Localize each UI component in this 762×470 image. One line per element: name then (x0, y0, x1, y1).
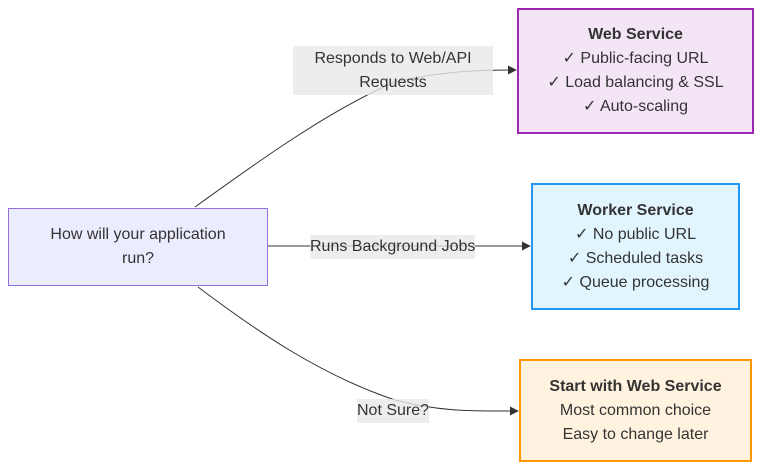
edge-label-worker: Runs Background Jobs (310, 235, 475, 259)
web-service-item-1: ✓ Public-facing URL (562, 50, 709, 67)
web-service-item-2: ✓ Load balancing & SSL (547, 74, 724, 91)
worker-service-item-3: ✓ Queue processing (561, 273, 710, 291)
decision-node: How will your application run? (8, 208, 268, 286)
start-with-web-service-node: Start with Web Service Most common choic… (519, 359, 752, 462)
edge-to-start-with-web-service (197, 286, 519, 416)
worker-service-node: Worker Service ✓ No public URL ✓ Schedul… (531, 183, 740, 310)
edge-label-web: Responds to Web/API Requests (293, 46, 493, 95)
decision-node-text: How will your application run? (50, 226, 226, 267)
edge-label-not-sure-text: Not Sure? (357, 402, 430, 419)
worker-service-item-2: ✓ Scheduled tasks (567, 249, 704, 267)
edge-label-worker-text: Runs Background Jobs (310, 238, 476, 255)
start-with-web-service-item-1: Most common choice (559, 401, 712, 419)
edge-label-web-line-2: Requests (359, 74, 427, 91)
worker-service-item-1: ✓ No public URL (574, 225, 696, 243)
web-service-item-3: ✓ Auto-scaling (582, 98, 688, 115)
worker-service-title: Worker Service (577, 201, 694, 219)
start-with-web-service-item-2: Easy to change later (562, 425, 709, 443)
web-service-node: Web Service ✓ Public-facing URL ✓ Load b… (517, 8, 754, 134)
web-service-title: Web Service (588, 26, 683, 43)
start-with-web-service-title: Start with Web Service (549, 377, 722, 395)
edge-label-web-line-1: Responds to Web/API (314, 50, 472, 67)
edge-label-not-sure: Not Sure? (357, 399, 429, 423)
